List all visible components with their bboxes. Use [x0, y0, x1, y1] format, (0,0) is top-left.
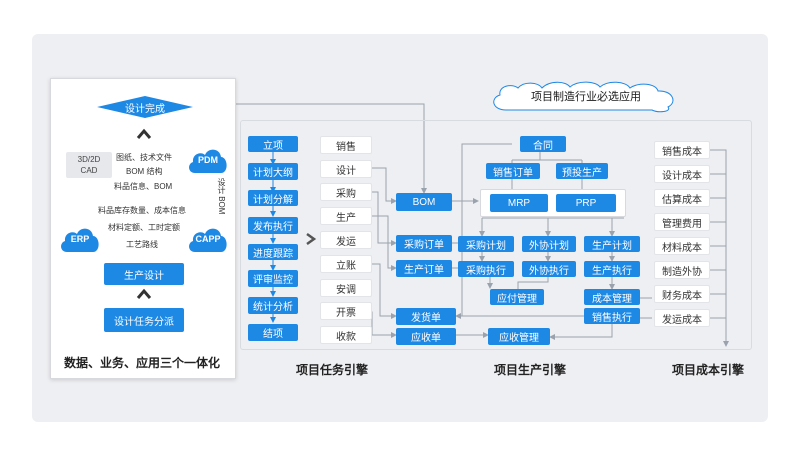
cost-estimate[interactable]: 估算成本 — [654, 189, 710, 207]
task-invoicing[interactable]: 开票 — [320, 302, 372, 320]
task-collection[interactable]: 收款 — [320, 326, 372, 344]
cost-material[interactable]: 材料成本 — [654, 237, 710, 255]
step-release[interactable]: 发布执行 — [248, 217, 298, 234]
bom-structure-text: BOM 结构 — [126, 167, 163, 176]
callout-text: 项目制造行业必选应用 — [531, 91, 641, 103]
inventory-cost-text: 料品库存数量、成本信息 — [98, 206, 186, 215]
prp-box[interactable]: PRP — [556, 194, 616, 212]
cost-design[interactable]: 设计成本 — [654, 165, 710, 183]
task-production[interactable]: 生产 — [320, 207, 372, 225]
delivery-note-box[interactable]: 发货单 — [396, 308, 456, 325]
erp-label: ERP — [70, 234, 90, 244]
cost-outsource[interactable]: 制造外协 — [654, 261, 710, 279]
cost-mgmt-box[interactable]: 成本管理 — [584, 289, 640, 305]
purchase-exec-box[interactable]: 采购执行 — [458, 261, 514, 277]
chevron-up-icon — [136, 128, 152, 139]
task-shipping[interactable]: 发运 — [320, 231, 372, 249]
purchase-plan-box[interactable]: 采购计划 — [458, 236, 514, 252]
pdm-cloud-icon[interactable] — [186, 145, 230, 175]
task-sales[interactable]: 销售 — [320, 136, 372, 154]
routing-text: 工艺路线 — [126, 240, 158, 249]
task-accounting[interactable]: 立账 — [320, 255, 372, 273]
item-info-bom-text: 料品信息、BOM — [114, 182, 173, 191]
erp-cloud-icon[interactable] — [58, 224, 102, 254]
outsource-plan-box[interactable]: 外协计划 — [522, 236, 576, 252]
quota-text: 材料定额、工时定额 — [108, 223, 180, 232]
purchase-order-box[interactable]: 采购订单 — [396, 235, 452, 252]
sales-order-box[interactable]: 销售订单 — [486, 163, 540, 179]
engines-panel — [240, 120, 752, 350]
cad-box: 3D/2D CAD — [66, 152, 112, 178]
step-statistics[interactable]: 统计分析 — [248, 297, 298, 314]
production-exec-box[interactable]: 生产执行 — [584, 261, 640, 277]
production-engine-caption: 项目生产引擎 — [494, 363, 567, 377]
step-plan-outline[interactable]: 计划大纲 — [248, 163, 298, 180]
design-bom-text: 设计 BOM — [217, 178, 226, 215]
task-engine-caption: 项目任务引擎 — [296, 363, 369, 377]
integration-caption: 数据、业务、应用三个一体化 — [64, 356, 221, 370]
step-initiate[interactable]: 立项 — [248, 136, 298, 152]
cost-sales[interactable]: 销售成本 — [654, 141, 710, 159]
mrp-box[interactable]: MRP — [490, 194, 548, 212]
step-progress-tracking[interactable]: 进度跟踪 — [248, 244, 298, 260]
callout-cloud-shape — [493, 81, 674, 113]
capp-label: CAPP — [195, 234, 221, 244]
production-order-box[interactable]: 生产订单 — [396, 260, 452, 277]
drawing-docs-text: 图纸、技术文件 — [116, 153, 172, 162]
pre-production-box[interactable]: 预投生产 — [556, 163, 608, 179]
outsource-exec-box[interactable]: 外协执行 — [522, 261, 576, 277]
task-installation[interactable]: 安调 — [320, 279, 372, 297]
chevron-up-icon — [136, 288, 152, 299]
design-complete-diamond[interactable] — [96, 95, 194, 119]
sales-exec-box[interactable]: 销售执行 — [584, 308, 640, 324]
cad-line-1: 3D/2D — [77, 155, 101, 164]
production-design-button[interactable]: 生产设计 — [104, 263, 184, 285]
pdm-label: PDM — [198, 155, 218, 165]
contract-box[interactable]: 合同 — [520, 136, 566, 152]
chevron-right-icon — [306, 232, 317, 246]
design-complete-label: 设计完成 — [125, 103, 165, 115]
receivable-mgmt-box[interactable]: 应收管理 — [488, 328, 550, 345]
receipt-note-box[interactable]: 应收单 — [396, 328, 456, 345]
design-task-dispatch-button[interactable]: 设计任务分派 — [104, 308, 184, 332]
cost-management[interactable]: 管理费用 — [654, 213, 710, 231]
task-design[interactable]: 设计 — [320, 160, 372, 178]
step-plan-breakdown[interactable]: 计划分解 — [248, 190, 298, 206]
payable-mgmt-box[interactable]: 应付管理 — [490, 289, 544, 305]
step-review[interactable]: 评审监控 — [248, 270, 298, 287]
cad-line-2: CAD — [80, 166, 98, 175]
cost-finance[interactable]: 财务成本 — [654, 285, 710, 303]
cost-engine-caption: 项目成本引擎 — [672, 363, 745, 377]
task-purchase[interactable]: 采购 — [320, 183, 372, 201]
cost-shipping[interactable]: 发运成本 — [654, 309, 710, 327]
step-close[interactable]: 结项 — [248, 324, 298, 341]
production-plan-box[interactable]: 生产计划 — [584, 236, 640, 252]
bom-box[interactable]: BOM — [396, 193, 452, 211]
capp-cloud-icon[interactable] — [186, 224, 230, 254]
